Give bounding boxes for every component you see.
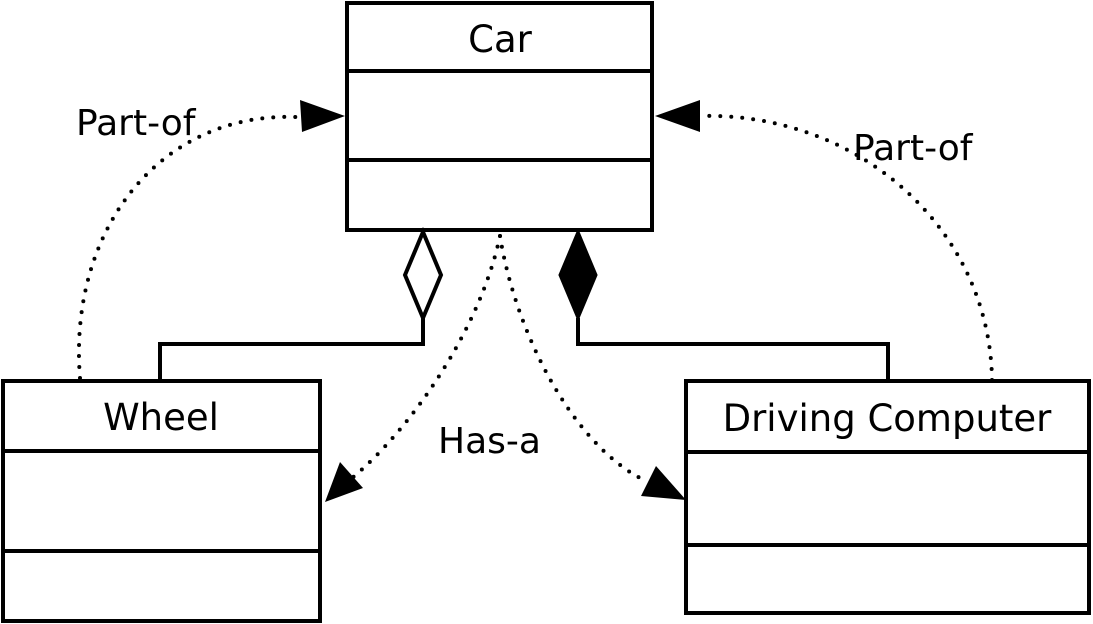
class-box-wheel: Wheel [1,379,322,623]
aggregation-car-wheel [158,226,444,381]
arrowhead-icon [655,100,700,132]
driving-computer-class-name: Driving Computer [723,397,1053,440]
car-class-name: Car [468,18,533,61]
dependency-driving-computer-part-of-car: Part-of [655,100,994,382]
hollow-diamond-icon [402,226,444,324]
wheel-class-name: Wheel [103,396,219,439]
driving-computer-box-outline [684,379,1091,615]
filled-diamond-icon [558,228,598,322]
composition-connector-line [576,318,890,381]
wheel-part-of-dotted-line [76,114,298,380]
arrowhead-icon [325,462,363,502]
car-box-outline [345,1,654,232]
composition-car-driving-computer [558,228,890,381]
class-box-car: Car [345,1,654,232]
arrowhead-icon [300,100,345,132]
dependency-car-has-a: Has-a [325,234,686,502]
has-a-label: Has-a [438,421,541,462]
driving-computer-part-of-label: Part-of [853,128,974,169]
class-box-driving-computer: Driving Computer [684,379,1091,615]
dependency-wheel-part-of-car: Part-of [76,100,345,380]
aggregation-connector-line [158,318,425,381]
wheel-part-of-label: Part-of [76,103,197,144]
arrowhead-icon [641,466,686,500]
driving-computer-part-of-dotted-line [698,113,994,382]
